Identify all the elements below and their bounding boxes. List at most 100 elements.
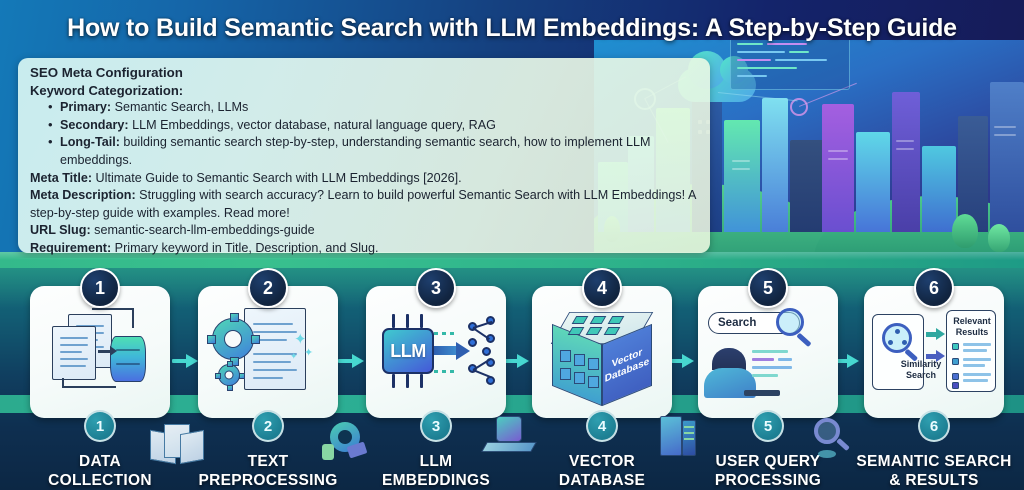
arrow-step4-to-step5 [668,354,694,368]
code-window [730,40,850,90]
step-mini-badge-3: 3 [420,410,452,442]
magnifier-handle [796,332,812,348]
document-icon [52,326,96,380]
search-input-placeholder: Search [718,317,757,329]
meta-title-value: Ultimate Guide to Semantic Search with L… [95,170,462,185]
step-caption-line1: USER QUERY [715,453,821,470]
step-caption-line2: & RESULTS [889,472,979,489]
keyboard-icon [744,390,780,396]
building [762,98,788,232]
step-caption-line2: PROCESSING [714,472,822,489]
tree [988,224,1010,252]
step-mini-badge-4: 4 [586,410,618,442]
building-window [828,150,848,152]
step-caption-line2: EMBEDDINGS [381,472,491,489]
url-slug-row: URL Slug: semantic-search-llm-embeddings… [30,222,700,240]
meta-title-row: Meta Title: Ultimate Guide to Semantic S… [30,170,700,188]
building-window [896,140,914,142]
keyword-label: Primary: [60,100,112,115]
step-row: 1 1 DAT [0,268,1024,490]
page-title: How to Build Semantic Search with LLM Em… [67,14,957,42]
seo-meta-configuration-panel: SEO Meta Configuration Keyword Categoriz… [18,58,710,255]
step-caption-5: USER QUERY PROCESSING [693,452,843,490]
keyword-categorization-heading: Keyword Categorization: [30,82,184,98]
sparkle-icon: ✦ [294,331,307,348]
gear-icon [207,313,260,366]
step-mini-badge-2: 2 [252,410,284,442]
building-window [828,158,848,160]
step-card-1[interactable]: 1 1 DAT [30,268,170,489]
result-bullet [952,382,959,389]
step-number-badge-5: 5 [748,268,788,308]
step-number-badge-4: 4 [582,268,622,308]
user-avatar-head [712,348,746,370]
similarity-search-panel: Similarity Search [872,314,941,390]
similarity-label-line1: Similarity [900,359,942,369]
step-number-badge-2: 2 [248,268,288,308]
step-mini-badge-1: 1 [84,410,116,442]
step-caption-line1: LLM [419,453,453,470]
requirement-label: Requirement: [30,240,112,255]
step-caption-3: LLM EMBEDDINGS [361,452,511,490]
step-caption-2: TEXT PREPROCESSING [193,452,343,490]
keyword-item-primary: Primary: Semantic Search, LLMs [48,98,700,117]
result-bullet [952,373,959,380]
vector-database-cube-icon: Vector Database [550,308,656,407]
header-band: How to Build Semantic Search with LLM Em… [0,0,1024,258]
results-label-line2: Results [955,327,989,337]
step-mini-badge-5: 5 [752,410,784,442]
step-mini-badge-6: 6 [918,410,950,442]
building-window [896,148,914,150]
meta-description-row: Meta Description: Struggling with search… [30,187,700,222]
keyword-value: LLM Embeddings, vector database, natural… [132,117,496,132]
relevant-results-panel: Relevant Results [946,310,996,392]
step-card-5[interactable]: 5 Search 5 USER QUERY PROCESSING [698,268,838,489]
step-number-badge-6: 6 [914,268,954,308]
step-card-6[interactable]: 6 Similarity Search Relevant Results [856,268,1011,489]
keyword-item-longtail: Long-Tail: building semantic search step… [48,133,700,169]
vector-node-icon [468,338,477,347]
step-card-3[interactable]: 3 LLM 3 [366,268,506,489]
step-caption-4: VECTOR DATABASE [527,452,677,490]
building [958,116,988,232]
step-caption-line1: DATA [79,453,121,470]
building-window [994,134,1016,136]
result-bullet [952,343,959,350]
step-caption-6: SEMANTIC SEARCH & RESULTS [854,452,1014,490]
network-node-icon [790,98,808,116]
step-caption-line2: COLLECTION [48,472,152,489]
keyword-value: Semantic Search, LLMs [114,100,249,115]
building-window [732,160,750,162]
vector-node-icon [482,347,491,356]
arrow-step3-to-step4 [503,354,529,368]
step-caption-line2: PREPROCESSING [198,472,338,489]
step-caption-line1: TEXT [247,453,289,470]
step-caption-line1: SEMANTIC SEARCH [856,453,1012,470]
arrow-step2-to-step3 [338,354,364,368]
meta-description-value: Struggling with search accuracy? Learn t… [30,188,696,220]
building-window [994,126,1016,128]
step-card-4[interactable]: 4 Vector Database [532,268,672,489]
sparkle-icon: ✦ [304,347,314,359]
step-number-badge-3: 3 [416,268,456,308]
tree [952,214,978,248]
keyword-value: building semantic search step-by-step, u… [60,135,651,167]
meta-title-label: Meta Title: [30,170,93,185]
keyword-list: Primary: Semantic Search, LLMs Secondary… [48,98,700,169]
vector-node-icon [486,316,495,325]
building [922,146,956,232]
llm-chip-label: LLM [390,340,426,361]
keyword-item-secondary: Secondary: LLM Embeddings, vector databa… [48,116,700,135]
step-caption-line2: DATABASE [558,472,646,489]
building [856,132,890,232]
requirement-value: Primary keyword in Title, Description, a… [114,240,379,255]
result-bullet [952,358,959,365]
step-card-2[interactable]: 2 [198,268,338,489]
building [990,82,1024,232]
similarity-label-line2: Search [905,370,937,380]
requirement-row: Requirement: Primary keyword in Title, D… [30,240,700,258]
seo-panel-heading: SEO Meta Configuration [30,65,183,80]
building [724,120,760,232]
database-icon [110,336,146,382]
